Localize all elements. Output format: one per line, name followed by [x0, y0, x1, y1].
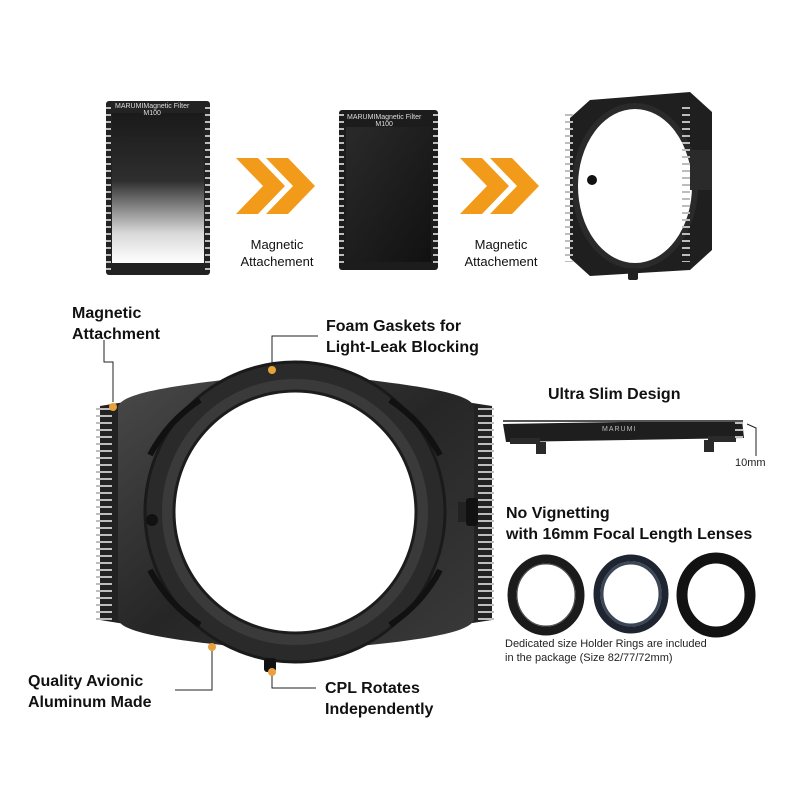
aluminum-callout: Quality Avionic Aluminum Made [28, 673, 152, 711]
callout-lines [103, 335, 318, 691]
slim-title: Ultra Slim Design [548, 386, 681, 403]
cpl-callout: CPL Rotates Independently [325, 680, 434, 718]
filter1-model: Magnetic Filter M100 [143, 103, 190, 117]
filter1-brand: MARUMI [115, 103, 144, 110]
filter2-model: Magnetic Filter M100 [375, 114, 422, 128]
magnetic-attachment-callout: Magnetic Attachment [72, 305, 161, 343]
nd-filter-image [339, 110, 438, 270]
filter2-brand: MARUMI [347, 114, 376, 121]
arrow-icon [460, 158, 539, 214]
graduated-filter-image [106, 101, 210, 275]
holder-rings-image [507, 552, 756, 638]
step2-label: Magnetic Attachement [464, 237, 538, 269]
holder-small-image [565, 92, 712, 280]
slim-thickness: 10mm [735, 457, 766, 469]
arrow-icon [236, 158, 315, 214]
filter1-label: MARUMI Magnetic Filter M100 [115, 103, 201, 117]
filter2-label: MARUMI Magnetic Filter M100 [347, 114, 431, 128]
slim-profile-image [503, 420, 757, 456]
step1-label: Magnetic Attachement [240, 237, 314, 269]
callout-dots [109, 366, 276, 676]
filter-holder-main-image [96, 360, 494, 672]
slim-brand: MARUMI [602, 426, 637, 433]
vignetting-title: No Vignetting with 16mm Focal Length Len… [506, 505, 753, 543]
foam-gaskets-callout: Foam Gaskets for Light-Leak Blocking [326, 318, 479, 356]
holder-rings-note: Dedicated size Holder Rings are included… [505, 638, 707, 664]
